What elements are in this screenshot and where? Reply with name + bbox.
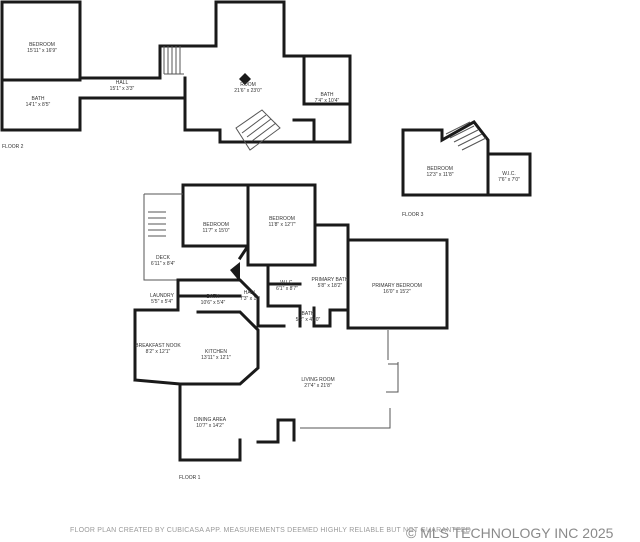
copyright-watermark: © MLS TECHNOLOGY INC 2025: [406, 525, 614, 541]
floor-2-plan: BEDROOM 15'11" x 16'9" BATH 14'1" x 8'5"…: [0, 0, 352, 151]
room-dims: 16'0" x 15'2": [383, 289, 411, 295]
room-name: BREAKFAST NOOK: [135, 343, 181, 349]
room-name: PRIMARY BATH: [312, 277, 349, 283]
room-dims: 8'2" x 12'1": [146, 349, 171, 355]
room-dims: 6'11" x 8'4": [151, 261, 175, 267]
room-name: DECK: [156, 255, 171, 261]
room-name: BATH: [207, 294, 220, 300]
room-name: HALL: [244, 290, 257, 296]
room-name: BEDROOM: [203, 222, 229, 228]
room-name: BATH: [32, 96, 45, 102]
room-dims: 12'3" x 11'8": [426, 172, 453, 178]
disclaimer-text: FLOOR PLAN CREATED BY CUBICASA APP. MEAS…: [70, 527, 474, 534]
stair-marker-icon: [230, 262, 240, 282]
room-dims: 27'4" x 21'8": [304, 383, 332, 389]
room-dims: 11'7" x 15'0": [202, 228, 229, 234]
room-dims: 14'1" x 8'5": [26, 102, 51, 108]
room-name: BEDROOM: [427, 166, 453, 172]
room-name: PRIMARY BEDROOM: [372, 283, 422, 289]
room-name: BEDROOM: [269, 216, 295, 222]
floor-3-walls: [401, 120, 532, 197]
room-dims: 5'8" x 18'2": [318, 283, 343, 289]
room-dims: 7'4" x 10'4": [315, 98, 340, 104]
floor-3-plan: BEDROOM 12'3" x 11'8" W.I.C. 7'6" x 7'0"…: [401, 120, 532, 218]
floor-3-label: FLOOR 3: [402, 212, 424, 218]
room-name: KITCHEN: [205, 349, 227, 355]
room-dims: 5'2" x 4'10": [296, 317, 321, 323]
room-dims: 7'3" x 10': [240, 296, 260, 302]
room-dims: 21'6" x 23'0": [234, 88, 262, 94]
room-name: BATH: [302, 311, 315, 317]
fixture-icon: [239, 73, 251, 85]
room-dims: 15'11" x 16'9": [27, 48, 57, 54]
room-dims: 6'1" x 8'7": [276, 286, 298, 292]
room-name: LIVING ROOM: [301, 377, 334, 383]
room-dims: 15'1" x 3'3": [110, 86, 135, 92]
room-name: BEDROOM: [29, 42, 55, 48]
floor-1-walls: [133, 183, 449, 462]
room-dims: 7'6" x 7'0": [498, 177, 520, 183]
floor-2-stairs: [163, 46, 281, 151]
room-name: DINING AREA: [194, 417, 227, 423]
room-dims: 11'8" x 12'7": [268, 222, 295, 228]
room-name: HALL: [116, 80, 129, 86]
floor-1-label: FLOOR 1: [179, 475, 201, 481]
room-name: W.I.C.: [502, 171, 516, 177]
room-dims: 10'6" x 5'4": [201, 300, 226, 306]
room-name: BATH: [321, 92, 334, 98]
room-name: W.I.C.: [280, 280, 294, 286]
room-dims: 5'5" x 5'4": [151, 299, 173, 305]
room-name: LAUNDRY: [150, 293, 174, 299]
room-name: ROOM: [240, 82, 256, 88]
floor-2-label: FLOOR 2: [2, 144, 24, 150]
room-dims: 13'11" x 12'1": [201, 355, 231, 361]
room-dims: 10'7" x 14'2": [196, 423, 224, 429]
floor-2-walls: [0, 0, 352, 144]
floor-1-plan: BEDROOM 11'7" x 15'0" BEDROOM 11'8" x 12…: [133, 183, 449, 481]
